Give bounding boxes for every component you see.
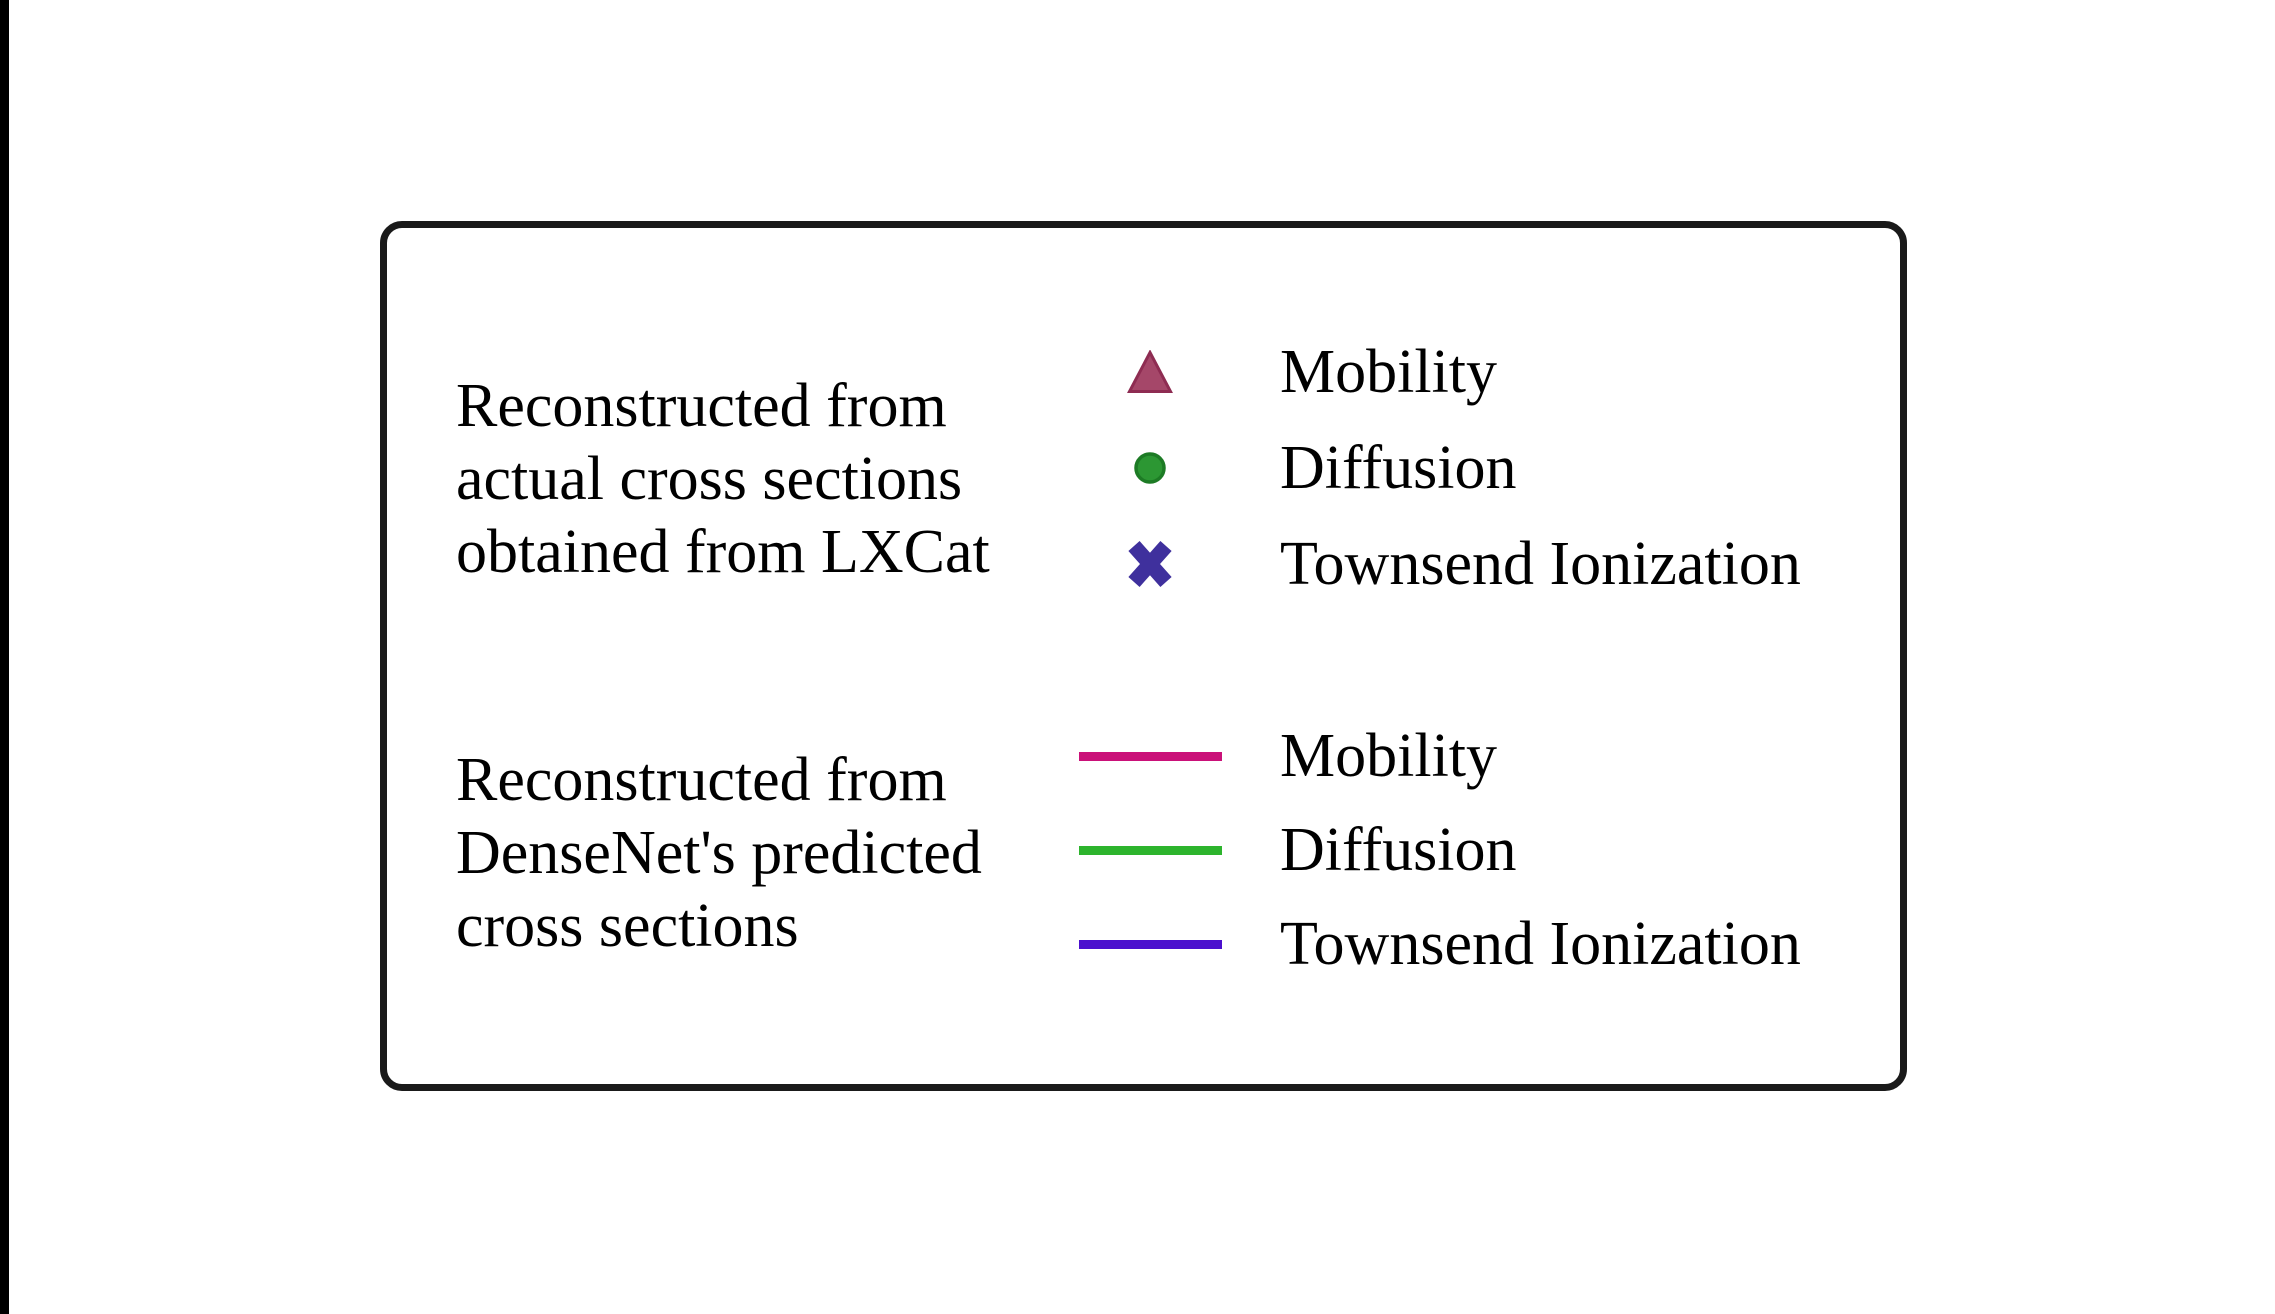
legend-entry-label: Townsend Ionization	[1280, 909, 1801, 978]
legend-entry: Mobility	[1077, 325, 1497, 419]
legend-group-description-lxcat: Reconstructed from actual cross sections…	[456, 370, 990, 589]
line-marker-icon	[1077, 939, 1223, 949]
line-swatch	[1078, 939, 1222, 949]
circle-marker-icon	[1077, 451, 1223, 485]
legend-entry-label: Townsend Ionization	[1280, 529, 1801, 598]
line-swatch	[1078, 751, 1222, 761]
legend-group-description-densenet: Reconstructed from DenseNet's predicted …	[456, 744, 982, 963]
legend-entry-label: Mobility	[1280, 337, 1498, 406]
triangle-marker-icon	[1077, 350, 1223, 394]
description-line: obtained from LXCat	[456, 518, 990, 586]
left-edge-bar	[0, 0, 9, 1314]
description-line: Reconstructed from	[456, 372, 947, 440]
legend-entry: Mobility	[1077, 709, 1497, 803]
legend-entry: Diffusion	[1077, 803, 1517, 897]
x-marker-icon	[1077, 537, 1223, 591]
legend-entry-label: Mobility	[1280, 721, 1498, 790]
legend-entry: Townsend Ionization	[1077, 517, 1801, 611]
legend-entry-label: Diffusion	[1280, 433, 1517, 502]
line-marker-icon	[1077, 751, 1223, 761]
description-line: Reconstructed from	[456, 746, 947, 814]
description-line: actual cross sections	[456, 445, 963, 513]
line-marker-icon	[1077, 845, 1223, 855]
line-swatch	[1078, 845, 1222, 855]
legend-entry: Townsend Ionization	[1077, 897, 1801, 991]
legend-entry-label: Diffusion	[1280, 815, 1517, 884]
description-line: cross sections	[456, 892, 799, 960]
legend-entry: Diffusion	[1077, 421, 1517, 515]
description-line: DenseNet's predicted	[456, 819, 982, 887]
